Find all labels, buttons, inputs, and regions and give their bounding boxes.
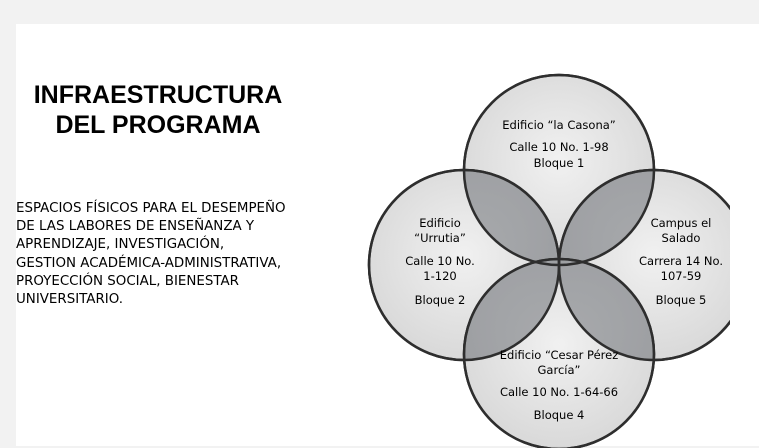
left-building-block: Bloque 2	[414, 293, 466, 307]
bottom-building-block: Bloque 4	[533, 408, 585, 422]
slide: INFRAESTRUCTURA DEL PROGRAMA ESPACIOS FÍ…	[16, 24, 759, 448]
right-building-address: Carrera 14 No. 107-59	[639, 254, 723, 283]
venn-circles	[367, 73, 730, 448]
left-building-address: Calle 10 No. 1-120	[405, 254, 475, 283]
bottom-building-name: Edificio “Cesar Pérez García”	[499, 348, 619, 377]
overlap-shading	[464, 170, 654, 360]
bottom-building-address: Calle 10 No. 1-64-66	[499, 385, 619, 399]
right-building-name: Campus el Salado	[650, 216, 712, 245]
venn-diagram: Edificio “la Casona” Calle 10 No. 1-98 B…	[360, 68, 730, 448]
description-text: ESPACIOS FÍSICOS PARA EL DESEMPEÑO DE LA…	[16, 201, 286, 308]
top-building-address: Calle 10 No. 1-98	[509, 140, 609, 154]
left-building-name: Edificio “Urrutia”	[414, 216, 466, 245]
top-building-name: Edificio “la Casona”	[502, 118, 616, 132]
top-building-block: Bloque 1	[533, 156, 585, 170]
right-building-block: Bloque 5	[655, 293, 707, 307]
page-title: INFRAESTRUCTURA DEL PROGRAMA	[33, 81, 283, 139]
